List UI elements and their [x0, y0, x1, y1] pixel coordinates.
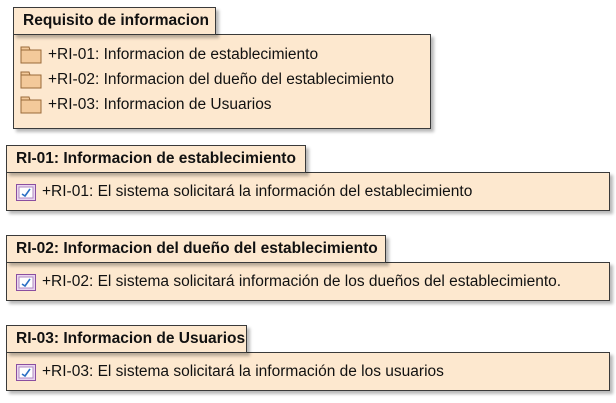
- folder-icon: [20, 46, 42, 64]
- package-ri-01[interactable]: RI-01: Informacion de establecimiento +R…: [6, 145, 610, 211]
- package-ri-02[interactable]: RI-02: Informacion del dueño del estable…: [6, 235, 610, 301]
- package-item-ri-02[interactable]: +RI-02: Informacion del dueño del establ…: [20, 68, 394, 92]
- requirement-item-label: +RI-02: El sistema solicitará informació…: [42, 273, 562, 290]
- package-item-label: +RI-02: Informacion del dueño del establ…: [48, 71, 394, 88]
- package-ri-03[interactable]: RI-03: Informacion de Usuarios +RI-03: E…: [6, 325, 610, 391]
- package-item-label: +RI-03: Informacion de Usuarios: [48, 96, 272, 113]
- package-body: +RI-03: El sistema solicitará la informa…: [6, 352, 610, 391]
- package-item-label: +RI-01: Informacion de establecimiento: [48, 46, 319, 63]
- requirement-item-label: +RI-01: El sistema solicitará la informa…: [42, 183, 473, 200]
- folder-icon: [20, 71, 42, 89]
- package-item-ri-03[interactable]: +RI-03: Informacion de Usuarios: [20, 93, 272, 117]
- requirement-icon: [16, 183, 36, 201]
- package-body: +RI-01: Informacion de establecimiento +…: [13, 34, 431, 129]
- package-body: +RI-01: El sistema solicitará la informa…: [6, 172, 610, 211]
- requirement-item-ri-01[interactable]: +RI-01: El sistema solicitará la informa…: [16, 180, 472, 204]
- package-tab-title: RI-01: Informacion de establecimiento: [6, 145, 306, 173]
- package-body: +RI-02: El sistema solicitará informació…: [6, 262, 610, 301]
- requirement-icon: [16, 273, 36, 291]
- package-item-ri-01[interactable]: +RI-01: Informacion de establecimiento: [20, 43, 318, 67]
- package-tab-title: RI-03: Informacion de Usuarios: [6, 325, 247, 353]
- package-tab-title: Requisito de informacion: [13, 7, 216, 35]
- requirement-item-ri-03[interactable]: +RI-03: El sistema solicitará la informa…: [16, 360, 444, 384]
- package-requisito-de-informacion[interactable]: Requisito de informacion +RI-01: Informa…: [13, 7, 431, 129]
- folder-icon: [20, 96, 42, 114]
- requirement-icon: [16, 363, 36, 381]
- requirement-item-ri-02[interactable]: +RI-02: El sistema solicitará informació…: [16, 270, 561, 294]
- package-tab-title: RI-02: Informacion del dueño del estable…: [6, 235, 386, 263]
- requirement-item-label: +RI-03: El sistema solicitará la informa…: [42, 363, 444, 380]
